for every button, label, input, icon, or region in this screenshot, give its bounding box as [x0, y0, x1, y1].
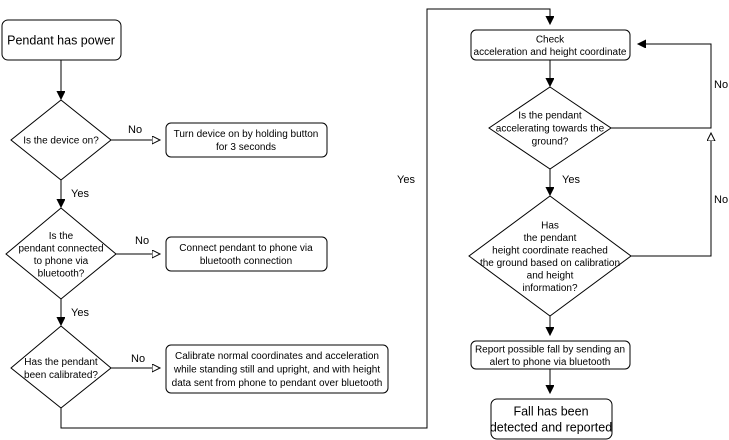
node-device-on-text: Is the device on?	[23, 136, 99, 147]
label-accel-no: No	[714, 79, 728, 91]
edge-ground-no	[631, 133, 711, 257]
node-text-line: Turn device on by holding button	[174, 129, 319, 140]
node-text-line: Has	[541, 220, 559, 231]
node-text-line: data sent from phone to pendant over blu…	[172, 378, 383, 389]
node-report: Report possible fall by sending an alert …	[470, 340, 631, 370]
node-text-line: for 3 seconds	[216, 142, 276, 153]
node-connect-text: Connect pendant to phone via bluetooth co…	[179, 243, 313, 267]
node-text-line: alert to phone via bluetooth	[490, 357, 611, 368]
node-check: Check acceleration and height coordinate	[470, 29, 631, 61]
node-text-line: Is the device on?	[23, 136, 99, 147]
node-text-line: to phone via	[34, 256, 89, 267]
node-text-line: Report possible fall by sending an	[475, 344, 625, 355]
node-text-line: Check	[536, 34, 565, 45]
node-accelerating-text: Is the pendant accelerating towards the gr…	[496, 111, 605, 148]
node-text-line: height coordinate reached	[492, 245, 608, 256]
node-text-line: accelerating towards the	[496, 124, 605, 135]
node-end: Fall has been detected and reported	[490, 398, 613, 440]
node-text-line: pendant connected	[18, 243, 103, 254]
node-calibrate: Calibrate normal coordinates and acceler…	[165, 344, 389, 394]
node-start-text: Pendant has power	[7, 33, 115, 47]
node-end-text: Fall has been detected and reported	[490, 404, 612, 434]
node-text-line: Connect pendant to phone via	[179, 243, 313, 254]
node-text-line: Is the	[49, 231, 74, 242]
node-start: Pendant has power	[1, 19, 122, 61]
label-calibrated-yes: Yes	[397, 174, 415, 186]
node-accelerating: Is the pendant accelerating towards the gr…	[488, 86, 612, 170]
node-text-line: Has the pendant	[24, 357, 98, 368]
node-calibrate-text: Calibrate normal coordinates and acceler…	[172, 351, 383, 389]
node-check-text: Check acceleration and height coordinate	[474, 34, 627, 58]
edge-labels: No Yes No Yes No Yes No Yes No	[71, 79, 728, 365]
edge-calibrated-yes	[60, 8, 550, 429]
node-text-line: detected and reported	[490, 420, 612, 434]
node-text-line: Calibrate normal coordinates and acceler…	[175, 351, 379, 362]
node-calibrated-text: Has the pendant been calibrated?	[24, 357, 98, 381]
node-turn-on: Turn device on by holding button for 3 se…	[165, 122, 328, 158]
node-text-line: Pendant has power	[7, 33, 115, 47]
edges	[60, 8, 712, 429]
node-report-text: Report possible fall by sending an alert …	[475, 344, 625, 368]
label-connected-no: No	[135, 235, 149, 247]
label-calibrated-no: No	[131, 353, 145, 365]
label-ground-no: No	[714, 194, 728, 206]
label-connected-yes: Yes	[71, 307, 89, 319]
label-on-yes: Yes	[71, 188, 89, 200]
label-accel-yes: Yes	[562, 174, 580, 186]
node-turn-on-text: Turn device on by holding button for 3 se…	[174, 129, 319, 153]
node-connect: Connect pendant to phone via bluetooth co…	[165, 236, 328, 272]
node-text-line: and height	[527, 270, 574, 281]
label-on-no: No	[128, 124, 142, 136]
edge-accel-no	[611, 44, 712, 129]
node-text-line: the ground based on calibration	[480, 258, 620, 269]
node-text-line: Is the pendant	[518, 111, 582, 122]
node-text-line: bluetooth connection	[200, 256, 292, 267]
node-text-line: the pendant	[524, 233, 577, 244]
node-calibrated: Has the pendant been calibrated?	[10, 325, 112, 409]
node-text-line: while standing still and upright, and wi…	[173, 365, 380, 376]
node-device-on: Is the device on?	[10, 99, 112, 181]
node-text-line: ground?	[532, 137, 569, 148]
node-text-line: information?	[522, 283, 577, 294]
node-text-line: acceleration and height coordinate	[474, 47, 627, 58]
node-text-line: Fall has been	[513, 404, 588, 418]
node-text-line: been calibrated?	[24, 370, 98, 381]
node-text-line: bluetooth?	[38, 268, 85, 279]
